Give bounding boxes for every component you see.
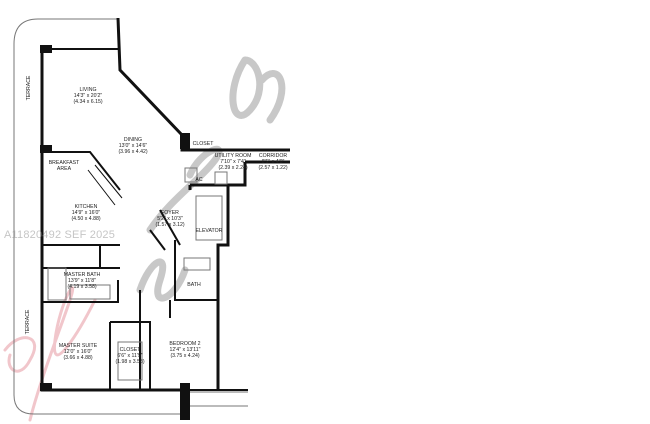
svg-text:FOYER: FOYER xyxy=(161,210,179,216)
svg-text:DINING: DINING xyxy=(124,137,142,143)
svg-text:BEDROOM 2: BEDROOM 2 xyxy=(169,341,200,347)
room-label-elevator: ELEVATOR xyxy=(196,228,223,234)
room-label-living: LIVING 14'3" x 20'2" (4.34 x 6.15) xyxy=(73,87,102,105)
svg-text:(1.98 x 3.58): (1.98 x 3.58) xyxy=(115,359,144,365)
svg-text:(1.57 x 3.12): (1.57 x 3.12) xyxy=(155,222,184,228)
svg-text:(2.39 x 2.24): (2.39 x 2.24) xyxy=(218,165,247,171)
svg-text:(3.75 x 4.24): (3.75 x 4.24) xyxy=(170,353,199,359)
room-label-dining: DINING 13'0" x 14'6" (3.96 x 4.42) xyxy=(118,137,147,155)
room-label-master-suite: MASTER SUITE 12'0" x 16'0" (3.66 x 4.88) xyxy=(59,343,98,361)
room-label-bedroom-2: BEDROOM 2 12'4" x 13'11" (3.75 x 4.24) xyxy=(169,341,200,359)
svg-text:5'2" x 10'3": 5'2" x 10'3" xyxy=(157,216,183,222)
svg-text:(2.57 x 1.22): (2.57 x 1.22) xyxy=(258,165,287,171)
svg-text:CORRIDOR: CORRIDOR xyxy=(259,153,287,159)
room-label-ac: AC xyxy=(195,177,202,183)
svg-text:LIVING: LIVING xyxy=(79,87,96,93)
svg-text:(3.66 x 4.88): (3.66 x 4.88) xyxy=(63,355,92,361)
svg-text:MASTER SUITE: MASTER SUITE xyxy=(59,343,98,349)
svg-text:13'0" x 14'6": 13'0" x 14'6" xyxy=(119,143,148,149)
svg-text:6'6" x 11'9": 6'6" x 11'9" xyxy=(117,353,142,359)
terrace-label-upper: TERRACE xyxy=(26,75,32,100)
svg-text:12'4" x 13'11": 12'4" x 13'11" xyxy=(170,347,201,353)
svg-text:BREAKFAST: BREAKFAST xyxy=(49,160,80,166)
listing-watermark: A11820492 SEF 2025 xyxy=(4,229,116,241)
room-label-utility-room: UTILITY ROOM 7'10" x 7'4" (2.39 x 2.24) xyxy=(215,153,252,171)
terrace-label-lower: TERRACE xyxy=(25,309,31,334)
svg-text:MASTER BATH: MASTER BATH xyxy=(64,272,101,278)
svg-text:13'9" x 11'8": 13'9" x 11'8" xyxy=(68,278,96,284)
svg-text:(4.50 x 4.88): (4.50 x 4.88) xyxy=(71,216,100,222)
svg-text:(4.19 x 3.58): (4.19 x 3.58) xyxy=(67,284,96,290)
room-label-kitchen: KITCHEN 14'9" x 16'0" (4.50 x 4.88) xyxy=(71,204,100,222)
terrace-lower-rail xyxy=(190,391,248,407)
svg-text:AREA: AREA xyxy=(57,166,72,172)
svg-text:UTILITY ROOM: UTILITY ROOM xyxy=(215,153,252,159)
room-label-bath: BATH xyxy=(187,282,201,288)
svg-text:14'3" x 20'2": 14'3" x 20'2" xyxy=(74,93,103,99)
room-label-breakfast-area: BREAKFAST AREA xyxy=(49,160,80,172)
svg-text:CLOSET: CLOSET xyxy=(120,347,142,353)
svg-text:(4.34 x 6.15): (4.34 x 6.15) xyxy=(73,99,102,105)
svg-text:7'10" x 7'4": 7'10" x 7'4" xyxy=(220,159,246,165)
svg-text:8'5" x 4'0": 8'5" x 4'0" xyxy=(262,159,285,165)
room-label-walk-in-closet: CLOSET 6'6" x 11'9" (1.98 x 3.58) xyxy=(115,347,144,365)
svg-text:(3.96 x 4.42): (3.96 x 4.42) xyxy=(118,149,147,155)
svg-text:KITCHEN: KITCHEN xyxy=(75,204,98,210)
svg-text:12'0" x 16'0": 12'0" x 16'0" xyxy=(64,349,93,355)
terrace-outline xyxy=(13,18,180,415)
room-label-corridor: CORRIDOR 8'5" x 4'0" (2.57 x 1.22) xyxy=(258,153,287,171)
room-label-closet: CLOSET xyxy=(193,141,215,147)
script-watermark xyxy=(3,56,286,422)
room-label-master-bath: MASTER BATH 13'9" x 11'8" (4.19 x 3.58) xyxy=(64,272,101,290)
room-label-foyer: FOYER 5'2" x 10'3" (1.57 x 3.12) xyxy=(155,210,184,228)
walls xyxy=(40,17,290,420)
svg-text:14'9" x 16'0": 14'9" x 16'0" xyxy=(72,210,101,216)
